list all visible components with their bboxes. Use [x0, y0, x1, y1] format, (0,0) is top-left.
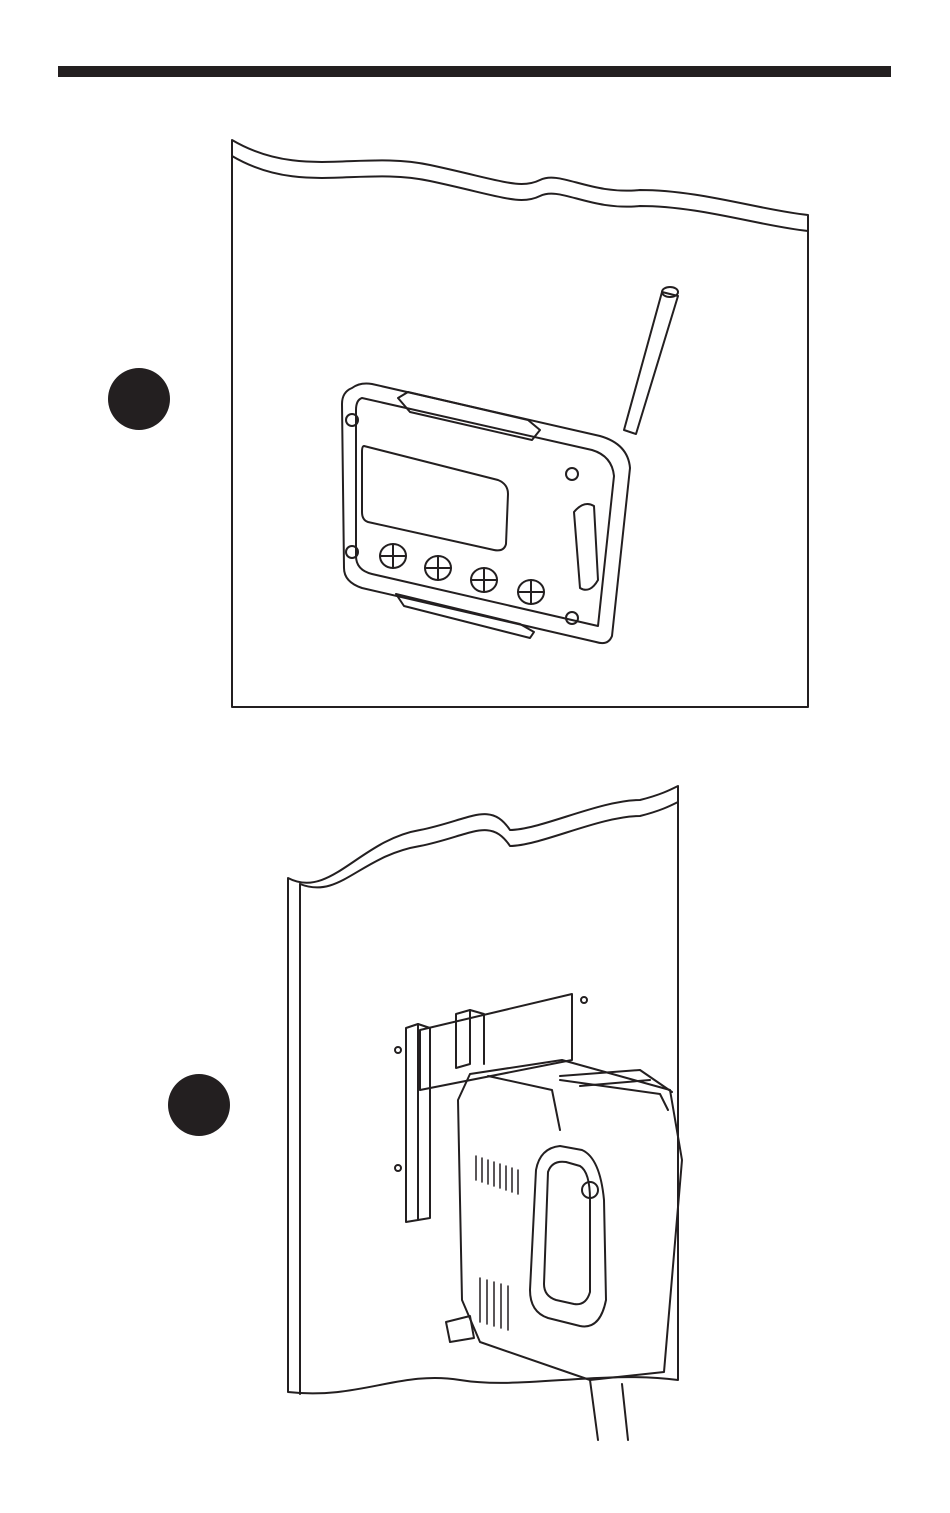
figure-2-device-on-bracket-icon [0, 0, 950, 1513]
